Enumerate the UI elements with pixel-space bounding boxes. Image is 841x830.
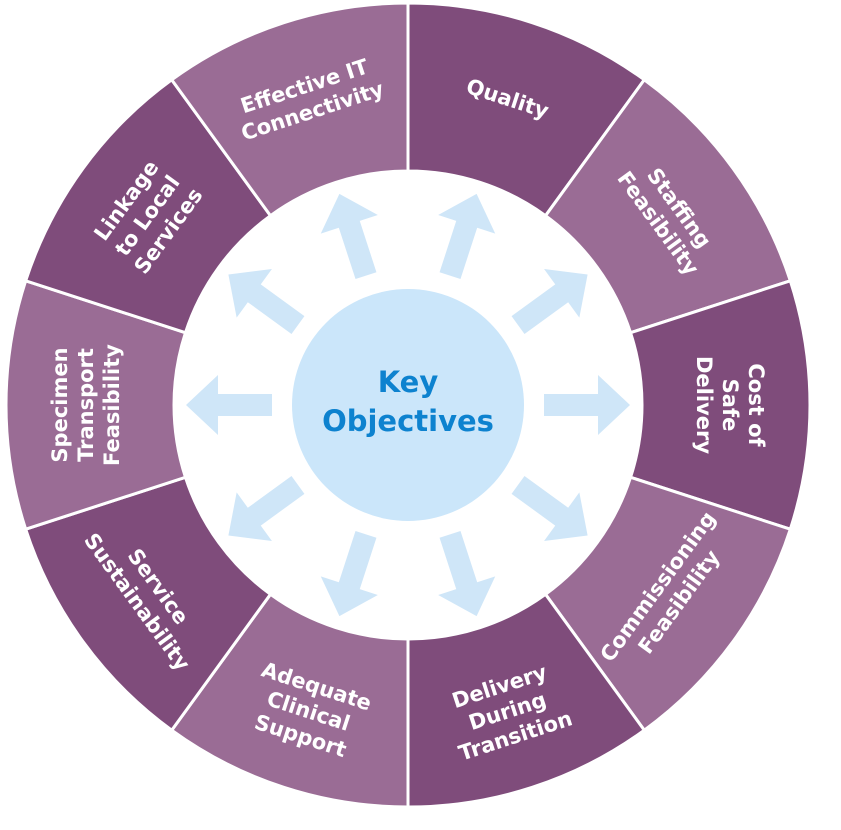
segment-label-line: Safe [718, 379, 742, 432]
segment-label-line: Delivery [692, 356, 716, 454]
segment-effective-it-connectivity-shape [169, 1, 410, 218]
arrows-layer [186, 193, 630, 617]
arrow-lower-right [438, 530, 496, 617]
arrow-upper-right [544, 375, 630, 435]
arrow-down-right [320, 530, 378, 617]
segment-label-line: Feasibility [100, 344, 124, 466]
segment-label-line: Cost of [744, 363, 768, 447]
center-title-line-1: Key [378, 365, 439, 399]
center-circle [292, 289, 524, 521]
arrow-right [511, 476, 588, 541]
arrow-lower-left [186, 375, 272, 435]
arrow-down-left [228, 476, 305, 541]
arrow-upper-left [320, 193, 378, 280]
arrow-up-right [511, 269, 588, 334]
arrow-up-left [438, 193, 496, 280]
center-title-line-2: Objectives [322, 404, 494, 438]
segment-label-line: Specimen [48, 347, 72, 462]
arrow-left [228, 269, 305, 334]
center-hub: Key Objectives [292, 289, 524, 521]
segment-quality: Quality [406, 1, 647, 218]
segment-label-line: Transport [74, 348, 98, 462]
